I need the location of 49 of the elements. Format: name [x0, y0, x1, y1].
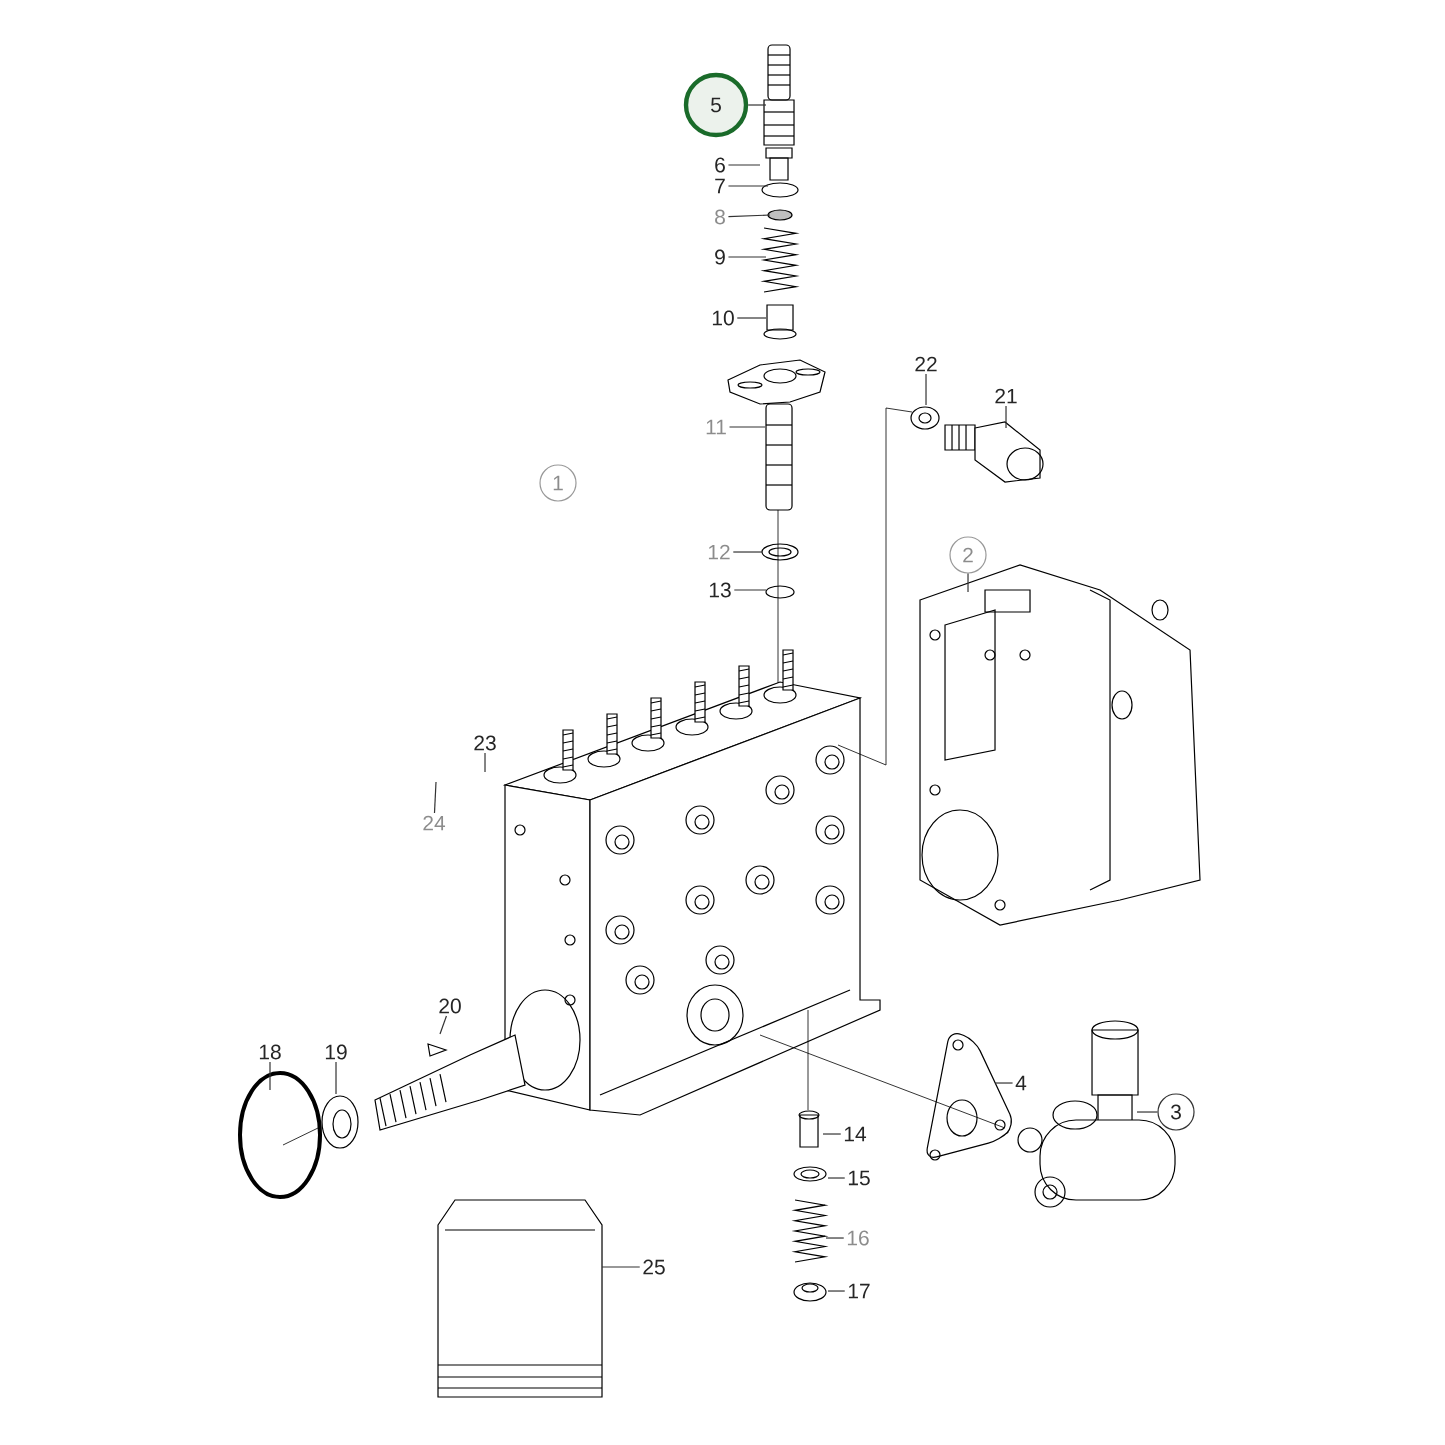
circled-callout-number: 3 — [1157, 1093, 1195, 1131]
leader-line — [727, 214, 771, 218]
leader-line — [484, 752, 486, 773]
circled-callout-number: 1 — [539, 464, 577, 502]
leader-line — [827, 1290, 846, 1292]
leader-line — [727, 256, 767, 258]
callout-number: 18 — [259, 1044, 281, 1060]
callout-number: 19 — [325, 1044, 347, 1060]
leader-line — [925, 373, 927, 406]
callout-number: 22 — [915, 356, 937, 372]
leader-line — [727, 164, 761, 166]
leader-line — [747, 104, 767, 106]
circled-callout-number: 5 — [683, 72, 749, 138]
callout-number: 25 — [643, 1259, 665, 1275]
leader-line — [827, 1177, 846, 1179]
leader-line — [335, 1061, 337, 1095]
callout-number: 8 — [715, 209, 725, 225]
leader-line — [1005, 405, 1007, 429]
leader-line — [269, 1061, 271, 1091]
leader-line — [439, 1015, 448, 1035]
leader-line — [601, 1266, 641, 1268]
callout-number: 9 — [715, 249, 725, 265]
callout-number: 14 — [844, 1126, 867, 1142]
callout-number: 15 — [848, 1170, 870, 1186]
leader-line — [727, 185, 769, 187]
leader-line — [433, 781, 437, 814]
leader-line — [728, 426, 766, 428]
callout-number: 11 — [706, 419, 726, 435]
leader-line — [736, 317, 767, 319]
callout-number: 10 — [712, 310, 734, 326]
leader-line — [733, 589, 767, 591]
circled-callout-number: 2 — [949, 536, 987, 574]
leader-line — [825, 1237, 845, 1239]
callout-number: 7 — [715, 178, 725, 194]
callout-number: 13 — [709, 582, 731, 598]
callout-number: 17 — [848, 1283, 870, 1299]
callout-number: 16 — [847, 1230, 869, 1246]
leader-line — [994, 1082, 1014, 1084]
leader-line — [822, 1133, 842, 1135]
callout-number: 21 — [995, 388, 1017, 404]
callout-number: 6 — [715, 157, 725, 173]
leader-line — [967, 573, 969, 593]
callout-number: 23 — [474, 735, 496, 751]
leader-line — [1136, 1111, 1158, 1113]
callout-number: 20 — [439, 998, 461, 1014]
callout-number: 12 — [708, 544, 730, 560]
leader-line — [732, 551, 763, 553]
callout-number: 24 — [423, 815, 446, 831]
callout-number: 4 — [1015, 1075, 1027, 1091]
